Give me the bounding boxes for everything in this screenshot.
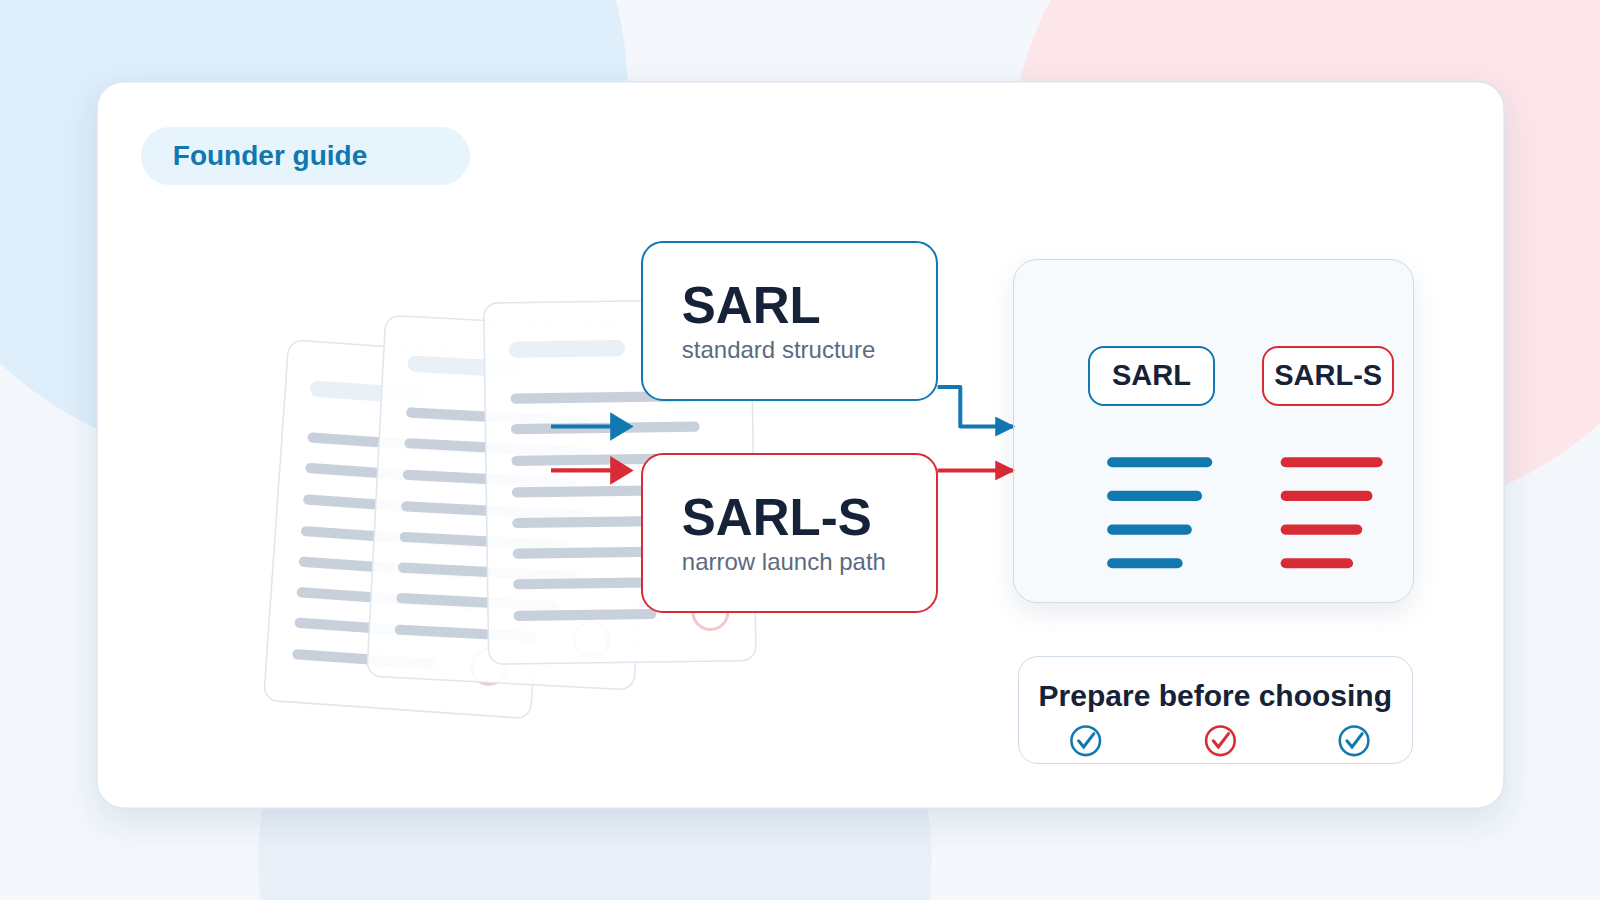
structure-box: SARLstandard structure [641,241,938,401]
node-subtext: narrow launch path [682,548,916,577]
option-pill: SARL [1088,346,1216,406]
option-pill: SARL-S [1262,346,1394,406]
checklist-box: Prepare before choosing [1018,656,1413,764]
node-heading: SARL-S [1274,359,1382,392]
structure-box: SARL-Snarrow launch path [641,453,938,613]
node-subtext: standard structure [682,336,916,365]
node-heading: SARL [682,277,916,334]
title-pill: Founder guide [141,127,471,185]
flow-arrow [938,468,1014,472]
comparison-panel: SARL SARL-S [1013,259,1414,603]
node-heading: Prepare before choosing [1039,679,1392,763]
flow-arrow [938,387,1014,427]
title-text: Founder guide [173,140,367,172]
node-heading: SARL-S [682,489,916,546]
node-heading: SARL [1112,359,1191,392]
